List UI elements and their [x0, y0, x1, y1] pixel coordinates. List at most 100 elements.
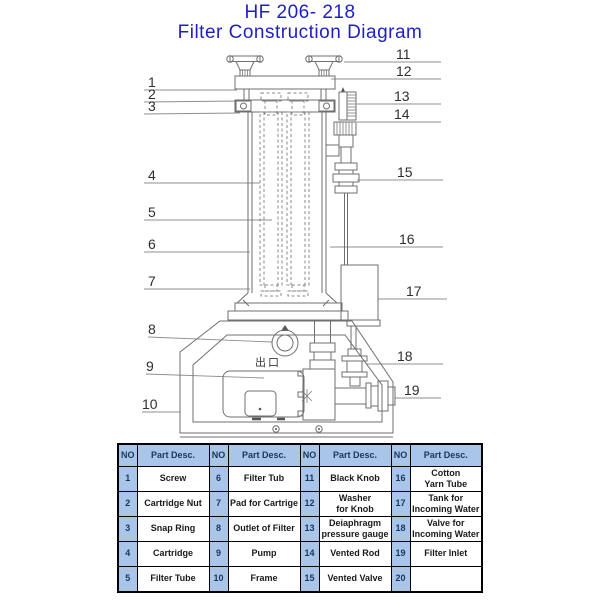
part-desc: Cartridge Nut [136, 491, 210, 517]
tie-rods [243, 89, 327, 100]
part-no: 17 [390, 491, 411, 517]
callout-label-1: 1 [148, 74, 156, 90]
part-no: 18 [390, 516, 411, 542]
part-desc: Tank for Incoming Water [409, 491, 483, 517]
part-no: 3 [117, 516, 138, 542]
part-desc: Screw [136, 466, 210, 492]
part-no: 10 [208, 566, 229, 593]
part-no: 11 [299, 466, 320, 492]
part-desc: Deiaphragm pressure gauge [318, 516, 392, 542]
part-no: 16 [390, 466, 411, 492]
vent-knob-assembly [325, 121, 357, 164]
callout-labels: 1 2 3 4 5 6 7 8 9 10 11 12 13 14 15 16 1… [142, 46, 422, 412]
part-desc: Pump [227, 541, 301, 567]
page-title-model: HF 206- 218 [244, 2, 356, 23]
part-desc: Cartridge [136, 541, 210, 567]
header-no: NO [208, 443, 229, 467]
part-desc [409, 566, 483, 593]
part-desc: Outlet of Filter [227, 516, 301, 542]
filter-outlet: 出口 [255, 325, 299, 369]
cartridge-right [286, 92, 310, 297]
callout-label-13: 13 [394, 88, 410, 104]
callout-label-16: 16 [399, 231, 415, 247]
page-title-subtitle: Filter Construction Diagram [177, 22, 423, 43]
callout-label-19: 19 [404, 382, 420, 398]
callout-label-17: 17 [406, 283, 422, 299]
callout-label-4: 4 [148, 167, 156, 183]
table-row: 3 Snap Ring 8 Outlet of Filter 13 Deiaph… [117, 516, 483, 542]
table-row: 4 Cartridge 9 Pump 14 Vented Rod 19 Filt… [117, 541, 483, 567]
vented-valve-union [332, 162, 360, 194]
part-desc: Vented Rod [318, 541, 392, 567]
part-no: 7 [208, 491, 229, 517]
cartridge-nut-band [234, 99, 336, 113]
top-plate [234, 75, 336, 90]
pump-body [222, 370, 305, 421]
callout-label-18: 18 [397, 348, 413, 364]
cotton-yarn-tube [344, 193, 348, 265]
part-no: 12 [299, 491, 320, 517]
callout-label-12: 12 [396, 63, 412, 79]
part-no: 6 [208, 466, 229, 492]
table-header-row: NO Part Desc. NO Part Desc. NO Part Desc… [117, 443, 483, 467]
part-no: 5 [117, 566, 138, 593]
callout-label-6: 6 [148, 236, 156, 252]
part-desc: Black Knob [318, 466, 392, 492]
part-desc: Valve for Incoming Water [409, 516, 483, 542]
table-row: 1 Screw 6 Filter Tub 11 Black Knob 16 Co… [117, 466, 483, 492]
table-row: 2 Cartridge Nut 7 Pad for Cartrige 12 Wa… [117, 491, 483, 517]
callout-label-15: 15 [397, 164, 413, 180]
pump-riser-union [309, 320, 336, 370]
part-no: 1 [117, 466, 138, 492]
part-no: 4 [117, 541, 138, 567]
base-flange [227, 292, 349, 321]
cartridge-left [259, 92, 283, 297]
header-desc: Part Desc. [136, 443, 210, 467]
table-row: 5 Filter Tube 10 Frame 15 Vented Valve 2… [117, 566, 483, 593]
part-desc: Filter Tub [227, 466, 301, 492]
part-no: 19 [390, 541, 411, 567]
callout-label-14: 14 [394, 106, 410, 122]
right-leader-lines [330, 61, 447, 399]
black-knob-right [305, 55, 343, 77]
header-no: NO [299, 443, 320, 467]
part-no: 8 [208, 516, 229, 542]
part-no: 13 [299, 516, 320, 542]
filter-tube-body [247, 112, 327, 293]
part-desc: Filter Tube [136, 566, 210, 593]
part-no: 15 [299, 566, 320, 593]
part-no: 14 [299, 541, 320, 567]
outlet-chinese-label: 出口 [255, 355, 281, 369]
header-desc: Part Desc. [227, 443, 301, 467]
incoming-water-tank [340, 264, 381, 349]
part-desc: Cotton Yarn Tube [409, 466, 483, 492]
part-desc: Pad for Cartrige [227, 491, 301, 517]
part-desc: Filter Inlet [409, 541, 483, 567]
parts-table: NO Part Desc. NO Part Desc. NO Part Desc… [117, 443, 483, 593]
incoming-water-valve [341, 348, 368, 387]
callout-label-3: 3 [148, 98, 156, 114]
part-no: 20 [390, 566, 411, 593]
callout-label-2: 2 [148, 86, 156, 102]
frame-outline [179, 320, 394, 438]
black-knob-left [226, 55, 264, 77]
callout-label-7: 7 [148, 273, 156, 289]
pressure-gauge-assembly [338, 87, 357, 121]
part-desc: Snap Ring [136, 516, 210, 542]
callout-label-10: 10 [142, 396, 158, 412]
callout-label-11: 11 [396, 46, 411, 62]
part-desc: Vented Valve [318, 566, 392, 593]
header-desc: Part Desc. [409, 443, 483, 467]
callout-label-5: 5 [148, 204, 156, 220]
part-no: 9 [208, 541, 229, 567]
callout-label-8: 8 [148, 321, 156, 337]
left-leader-lines [142, 89, 273, 413]
part-desc: Frame [227, 566, 301, 593]
header-no: NO [390, 443, 411, 467]
filter-inlet-pipe [335, 380, 396, 412]
part-desc: Washer for Knob [318, 491, 392, 517]
callout-label-9: 9 [146, 358, 154, 374]
part-no: 2 [117, 491, 138, 517]
